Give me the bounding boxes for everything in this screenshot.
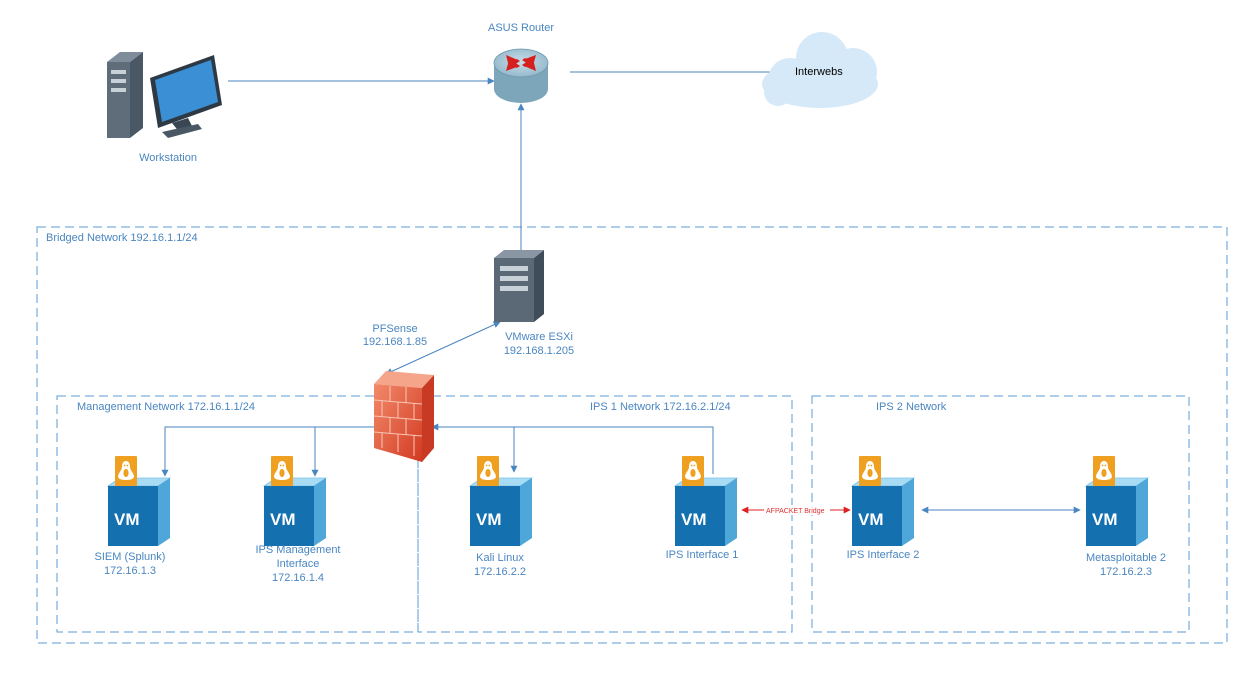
cloud-icon [762, 32, 878, 108]
router-icon [493, 48, 549, 103]
pfsense-siem-link [161, 426, 374, 477]
svg-text:VM: VM [114, 510, 140, 529]
ips-mgmt-name-line2: Interface [276, 558, 320, 570]
esxi-pfsense-link [385, 321, 501, 375]
ips-mgmt-name-line1: IPS Management [255, 544, 341, 556]
ips-if1-name: IPS Interface 1 [665, 549, 739, 561]
esxi-name: VMware ESXi [505, 331, 573, 343]
ips-mgmt-ip: 172.16.1.4 [272, 572, 324, 584]
vm-icon-siem: VM [107, 455, 171, 547]
siem-name: SIEM (Splunk) [94, 551, 166, 563]
svg-text:VM: VM [1092, 510, 1118, 529]
vm-icon-ips-management: VM [263, 455, 327, 547]
ips-if2-name: IPS Interface 2 [846, 549, 920, 561]
vm-icon-kali: VM [469, 455, 533, 547]
bridged-network-boundary [36, 226, 1228, 644]
internet-label: Interwebs [795, 66, 843, 78]
kali-name: Kali Linux [476, 552, 524, 564]
pfsense-ip: 192.168.1.85 [362, 336, 428, 348]
metasploitable-ip: 172.16.2.3 [1100, 566, 1152, 578]
vm-icon-ips-interface-2: VM [851, 455, 915, 547]
siem-ip: 172.16.1.3 [104, 565, 156, 577]
management-network-boundary [56, 395, 419, 633]
ips2-network-label: IPS 2 Network [876, 401, 947, 413]
pfsense-name: PFSense [372, 323, 418, 335]
server-icon [494, 250, 544, 322]
bridged-network-label: Bridged Network 192.16.1.1/24 [46, 232, 198, 244]
pfsense-ips1-link [431, 423, 714, 474]
afpacket-bridge-label: AFPACKET Bridge [766, 508, 825, 515]
svg-text:VM: VM [858, 510, 884, 529]
metasploitable-name: Metasploitable 2 [1085, 552, 1167, 564]
workstation-label: Workstation [139, 152, 197, 164]
svg-text:VM: VM [681, 510, 707, 529]
vm-icon-ips-interface-1: VM [674, 455, 738, 547]
esxi-ip: 192.168.1.205 [503, 345, 575, 357]
svg-text:VM: VM [270, 510, 296, 529]
router-label: ASUS Router [487, 22, 555, 34]
firewall-icon [373, 371, 434, 462]
svg-text:VM: VM [476, 510, 502, 529]
ips1-network-label: IPS 1 Network 172.16.2.1/24 [590, 401, 731, 413]
kali-ip: 172.16.2.2 [474, 566, 526, 578]
management-network-label: Management Network 172.16.1.1/24 [77, 401, 255, 413]
workstation-icon [107, 52, 222, 138]
vm-icon-metasploitable: VM [1085, 455, 1149, 547]
